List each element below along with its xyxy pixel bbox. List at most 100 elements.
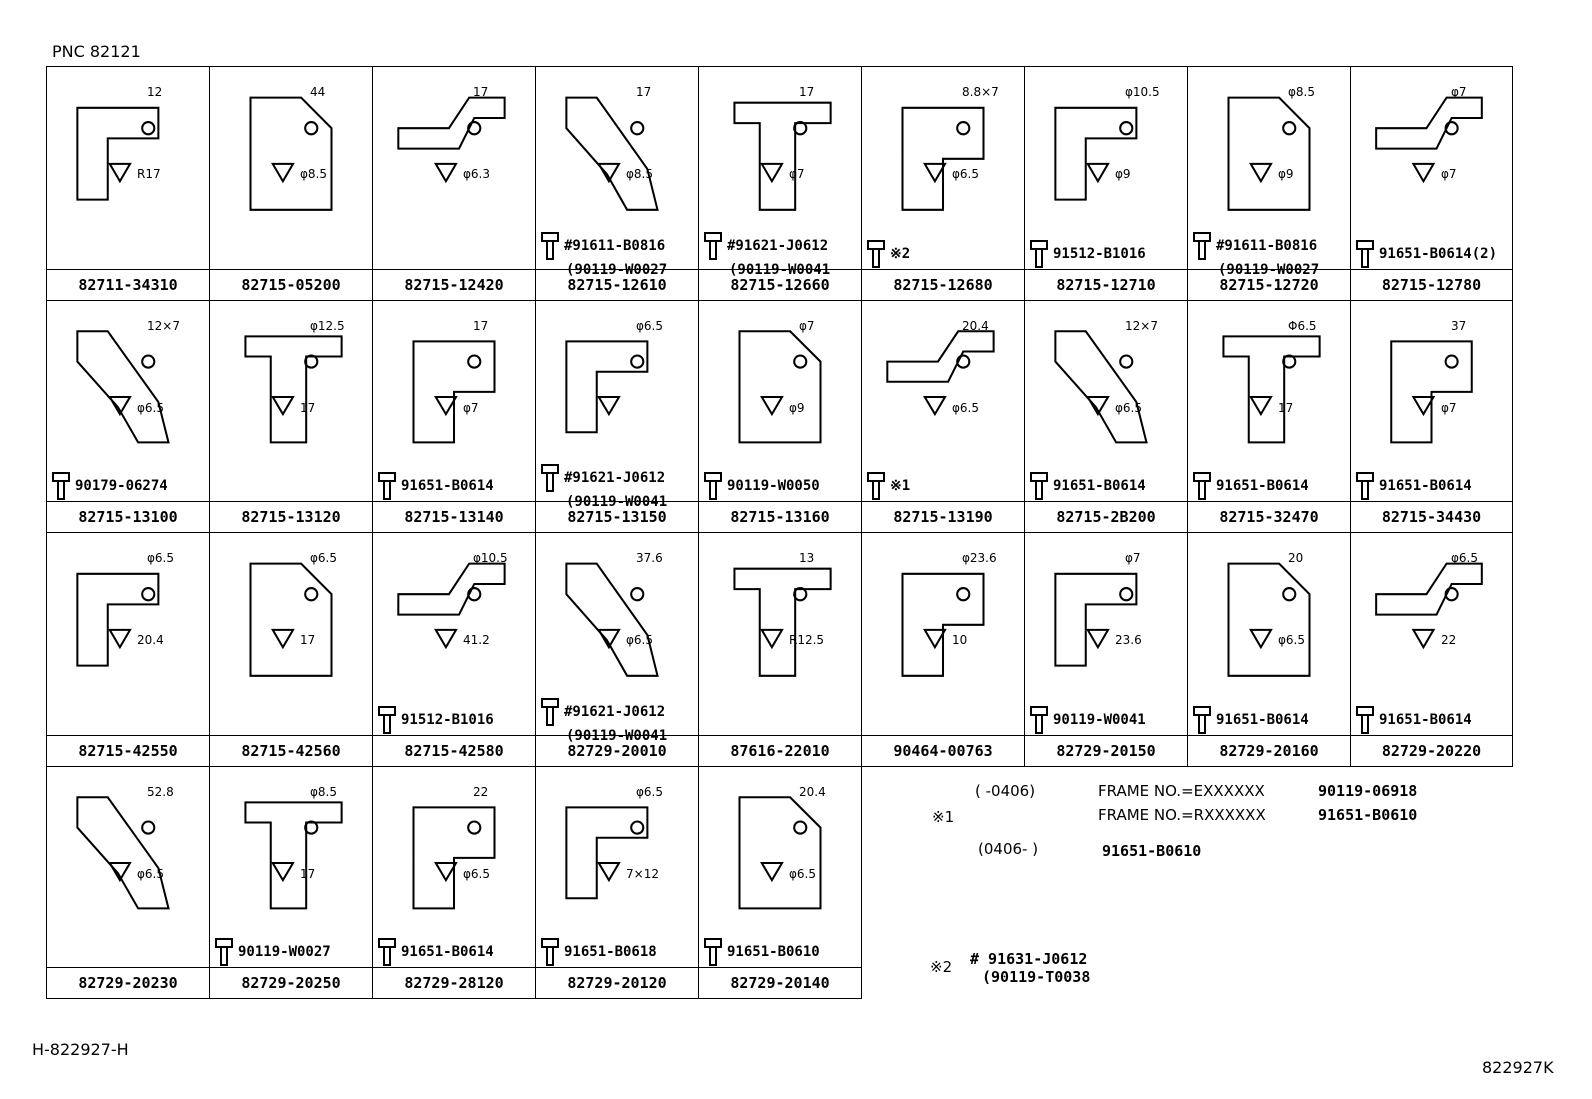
bolt-icon: [704, 938, 722, 966]
part-drawing: [1188, 67, 1350, 271]
part-number: 82715-34430: [1351, 501, 1512, 532]
dimension-label: Φ6.5: [1288, 319, 1317, 333]
bolt-sub-number: (90119-W0041: [566, 728, 668, 744]
dimension-label: 20.4: [962, 319, 989, 333]
part-drawing: [1351, 533, 1512, 737]
bolt-part-number: #91621-J0612: [564, 470, 666, 486]
part-number: 82729-20220: [1351, 735, 1512, 766]
bolt-callout: #91621-J0612(90119-W0041: [703, 231, 830, 279]
bolt-part-number: 91651-B0614: [1216, 712, 1309, 728]
bolt-sub-number: (90119-W0041: [729, 262, 831, 278]
dimension-label: R12.5: [789, 633, 825, 647]
dimension-label: 12: [147, 85, 163, 99]
bolt-part-number: ※1: [890, 478, 911, 494]
bolt-sub-number: (90119-W0027: [1218, 262, 1320, 278]
part-drawing: [1025, 533, 1187, 737]
bolt-part-number: 90119-W0027: [238, 944, 331, 960]
dimension-label: φ6.5: [1451, 551, 1478, 565]
bolt-part-number: #91611-B0816: [1216, 238, 1318, 254]
bolt-callout: 90179-06274: [51, 471, 168, 501]
bolt-icon: [378, 472, 396, 500]
part-number: 82715-42560: [210, 735, 372, 766]
part-number: 82715-12660: [699, 269, 861, 300]
bolt-callout: 91651-B0614(2): [1355, 239, 1497, 269]
part-drawing: [210, 767, 372, 969]
bolt-icon: [378, 706, 396, 734]
bolt-callout: 91651-B0610: [703, 937, 820, 967]
part-number: 82715-2B200: [1025, 501, 1187, 532]
bolt-icon: [541, 464, 559, 492]
dimension-label: 20: [1288, 551, 1304, 565]
dimension-label: 37.6: [636, 551, 663, 565]
bolt-icon: [541, 698, 559, 726]
note1-range: ( -0406): [975, 782, 1036, 800]
bolt-part-number: 91651-B0614: [401, 478, 494, 494]
dimension-label: φ6.5: [147, 551, 174, 565]
part-number: 82729-20120: [536, 967, 698, 998]
bolt-part-number: #91611-B0816: [564, 238, 666, 254]
part-drawing: [47, 301, 209, 503]
bolt-part-number: 91651-B0614(2): [1379, 246, 1498, 262]
dimension-label: φ9: [1278, 167, 1294, 181]
part-drawing: [1351, 67, 1512, 271]
dimension-label: 17: [473, 319, 489, 333]
bolt-sub-number: (90119-W0027: [566, 262, 668, 278]
bolt-callout: 91512-B1016: [1029, 239, 1146, 269]
part-drawing: [1188, 533, 1350, 737]
dimension-label: 37: [1451, 319, 1467, 333]
bolt-part-number: 91651-B0614: [401, 944, 494, 960]
dimension-label: 17: [300, 867, 316, 881]
bolt-icon: [1030, 240, 1048, 268]
part-number: 82715-42550: [47, 735, 209, 766]
part-number: 82715-13100: [47, 501, 209, 532]
part-number: 82729-20250: [210, 967, 372, 998]
bolt-part-number: ※2: [890, 246, 911, 262]
dimension-label: φ6.5: [137, 867, 164, 881]
dimension-label: φ7: [1441, 167, 1457, 181]
part-drawing: [210, 301, 372, 503]
dimension-label: 13: [799, 551, 815, 565]
dimension-label: φ8.5: [626, 167, 653, 181]
bolt-callout: 91651-B0614: [377, 471, 494, 501]
bolt-callout: 91651-B0618: [540, 937, 657, 967]
dimension-label: 17: [1278, 401, 1294, 415]
dimension-label: φ6.5: [636, 785, 663, 799]
footer-left-code: H-822927-H: [32, 1040, 129, 1059]
part-number: 82715-13140: [373, 501, 535, 532]
note1-frame-e: FRAME NO.=EXXXXXX: [1098, 782, 1265, 800]
dimension-label: φ7: [1441, 401, 1457, 415]
dimension-label: φ7: [799, 319, 815, 333]
part-drawing: [210, 533, 372, 737]
bolt-callout: 91651-B0614: [1355, 705, 1472, 735]
part-drawing: [1025, 67, 1187, 271]
bolt-icon: [867, 240, 885, 268]
note1-frame-r: FRAME NO.=RXXXXXX: [1098, 806, 1266, 824]
dimension-label: φ9: [1115, 167, 1131, 181]
dimension-label: φ7: [1451, 85, 1467, 99]
dimension-label: 8.8×7: [962, 85, 999, 99]
part-drawing: [1188, 301, 1350, 503]
part-number: 82711-34310: [47, 269, 209, 300]
bolt-part-number: 91651-B0614: [1053, 478, 1146, 494]
bolt-callout: ※2: [866, 239, 910, 269]
dimension-label: 22: [1441, 633, 1457, 647]
bolt-part-number: 91651-B0618: [564, 944, 657, 960]
dimension-label: φ6.5: [626, 633, 653, 647]
part-drawing: [373, 533, 535, 737]
note1-part2: 91651-B0610: [1102, 842, 1202, 860]
bolt-callout: ※1: [866, 471, 910, 501]
dimension-label: 20.4: [137, 633, 164, 647]
